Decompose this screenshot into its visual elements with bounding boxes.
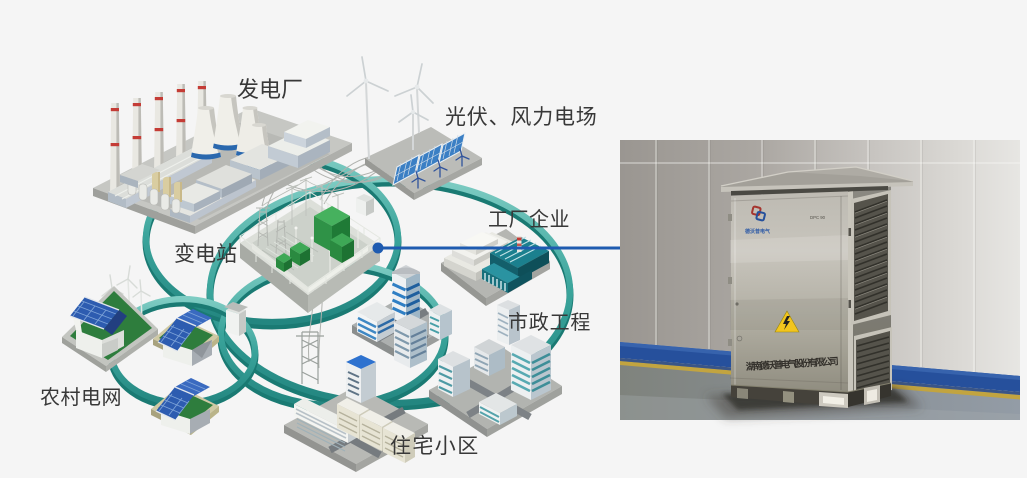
svg-text:变电站: 变电站 <box>174 243 237 266</box>
svg-text:农村电网: 农村电网 <box>40 386 122 409</box>
svg-text:DPC 90: DPC 90 <box>810 215 826 220</box>
svg-text:发电厂: 发电厂 <box>237 77 303 102</box>
svg-text:光伏、风力电场: 光伏、风力电场 <box>445 106 598 129</box>
svg-text:住宅小区: 住宅小区 <box>390 435 480 458</box>
svg-text:工厂企业: 工厂企业 <box>488 208 570 231</box>
svg-text:湖南德沃普电气股份有限公司: 湖南德沃普电气股份有限公司 <box>745 355 839 373</box>
svg-text:德沃普电气: 德沃普电气 <box>744 228 770 235</box>
svg-text:市政工程: 市政工程 <box>508 311 591 334</box>
